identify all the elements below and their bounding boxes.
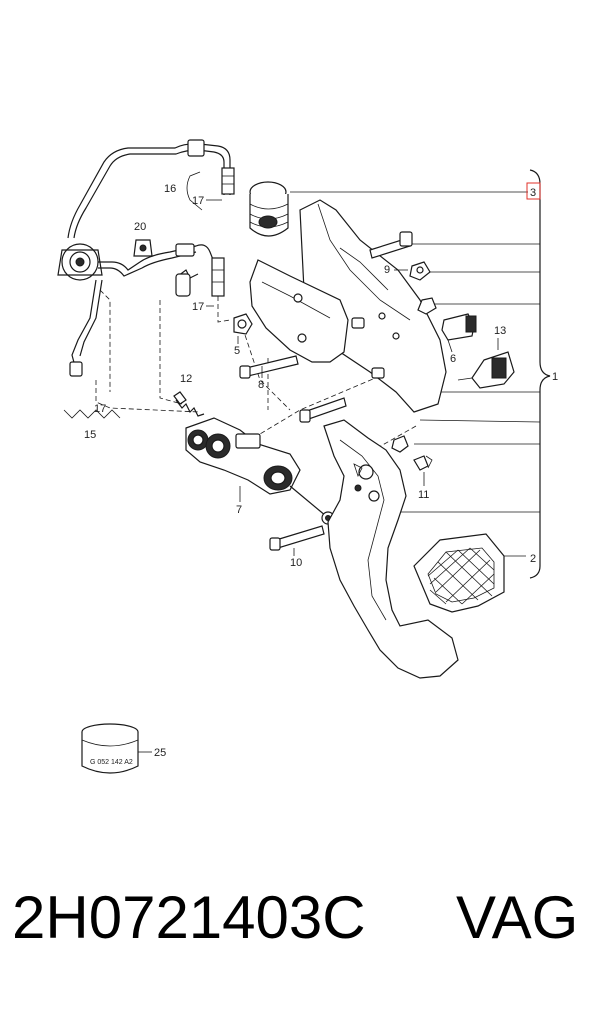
- group-brackets: [63, 171, 203, 419]
- callout-8: 8: [258, 379, 264, 391]
- bushing-marking: G 052 142 A2: [90, 759, 133, 766]
- callout-7: 7: [236, 504, 242, 516]
- bushing-25: G 052 142 A2 25: [81, 723, 166, 774]
- callout-25: 25: [154, 747, 166, 759]
- callout-17-top: 17: [192, 195, 204, 207]
- brand-name: VAG: [456, 884, 579, 951]
- fasteners: [233, 231, 437, 379]
- callout-labels: 3 1 2 16 17 20 9 17 5 6 13 8 12 17 15 11…: [84, 182, 558, 569]
- clutch-hose-assembly: [57, 139, 235, 377]
- callout-11: 11: [418, 489, 429, 501]
- callout-5: 5: [234, 345, 240, 357]
- clutch-master-cylinder: [173, 269, 335, 525]
- callout-3: 3: [530, 187, 536, 199]
- pedal-pad: [413, 533, 505, 613]
- pedal-stop-bellows: [249, 181, 289, 237]
- callout-10: 10: [290, 557, 302, 569]
- pedal-switches: [441, 313, 515, 389]
- callout-20: 20: [134, 221, 146, 233]
- callout-6: 6: [450, 353, 456, 365]
- callout-13: 13: [494, 325, 506, 337]
- pedal-bracket: [249, 199, 447, 413]
- callout-16: 16: [164, 183, 176, 195]
- callout-1: 1: [552, 371, 558, 383]
- callout-12: 12: [180, 373, 192, 385]
- assembly-bracket-1: [529, 169, 551, 579]
- clutch-pedal-lever: [323, 419, 459, 679]
- callout-9: 9: [384, 264, 390, 276]
- callout-2: 2: [530, 553, 536, 565]
- callout-17-mid: 17: [192, 301, 204, 313]
- callout-17-low: 17: [94, 403, 106, 415]
- pedal-pivot-bolt: [269, 397, 409, 551]
- part-number: 2H0721403C: [12, 884, 366, 951]
- callout-3-highlight: [526, 182, 541, 200]
- callout-15: 15: [84, 429, 96, 441]
